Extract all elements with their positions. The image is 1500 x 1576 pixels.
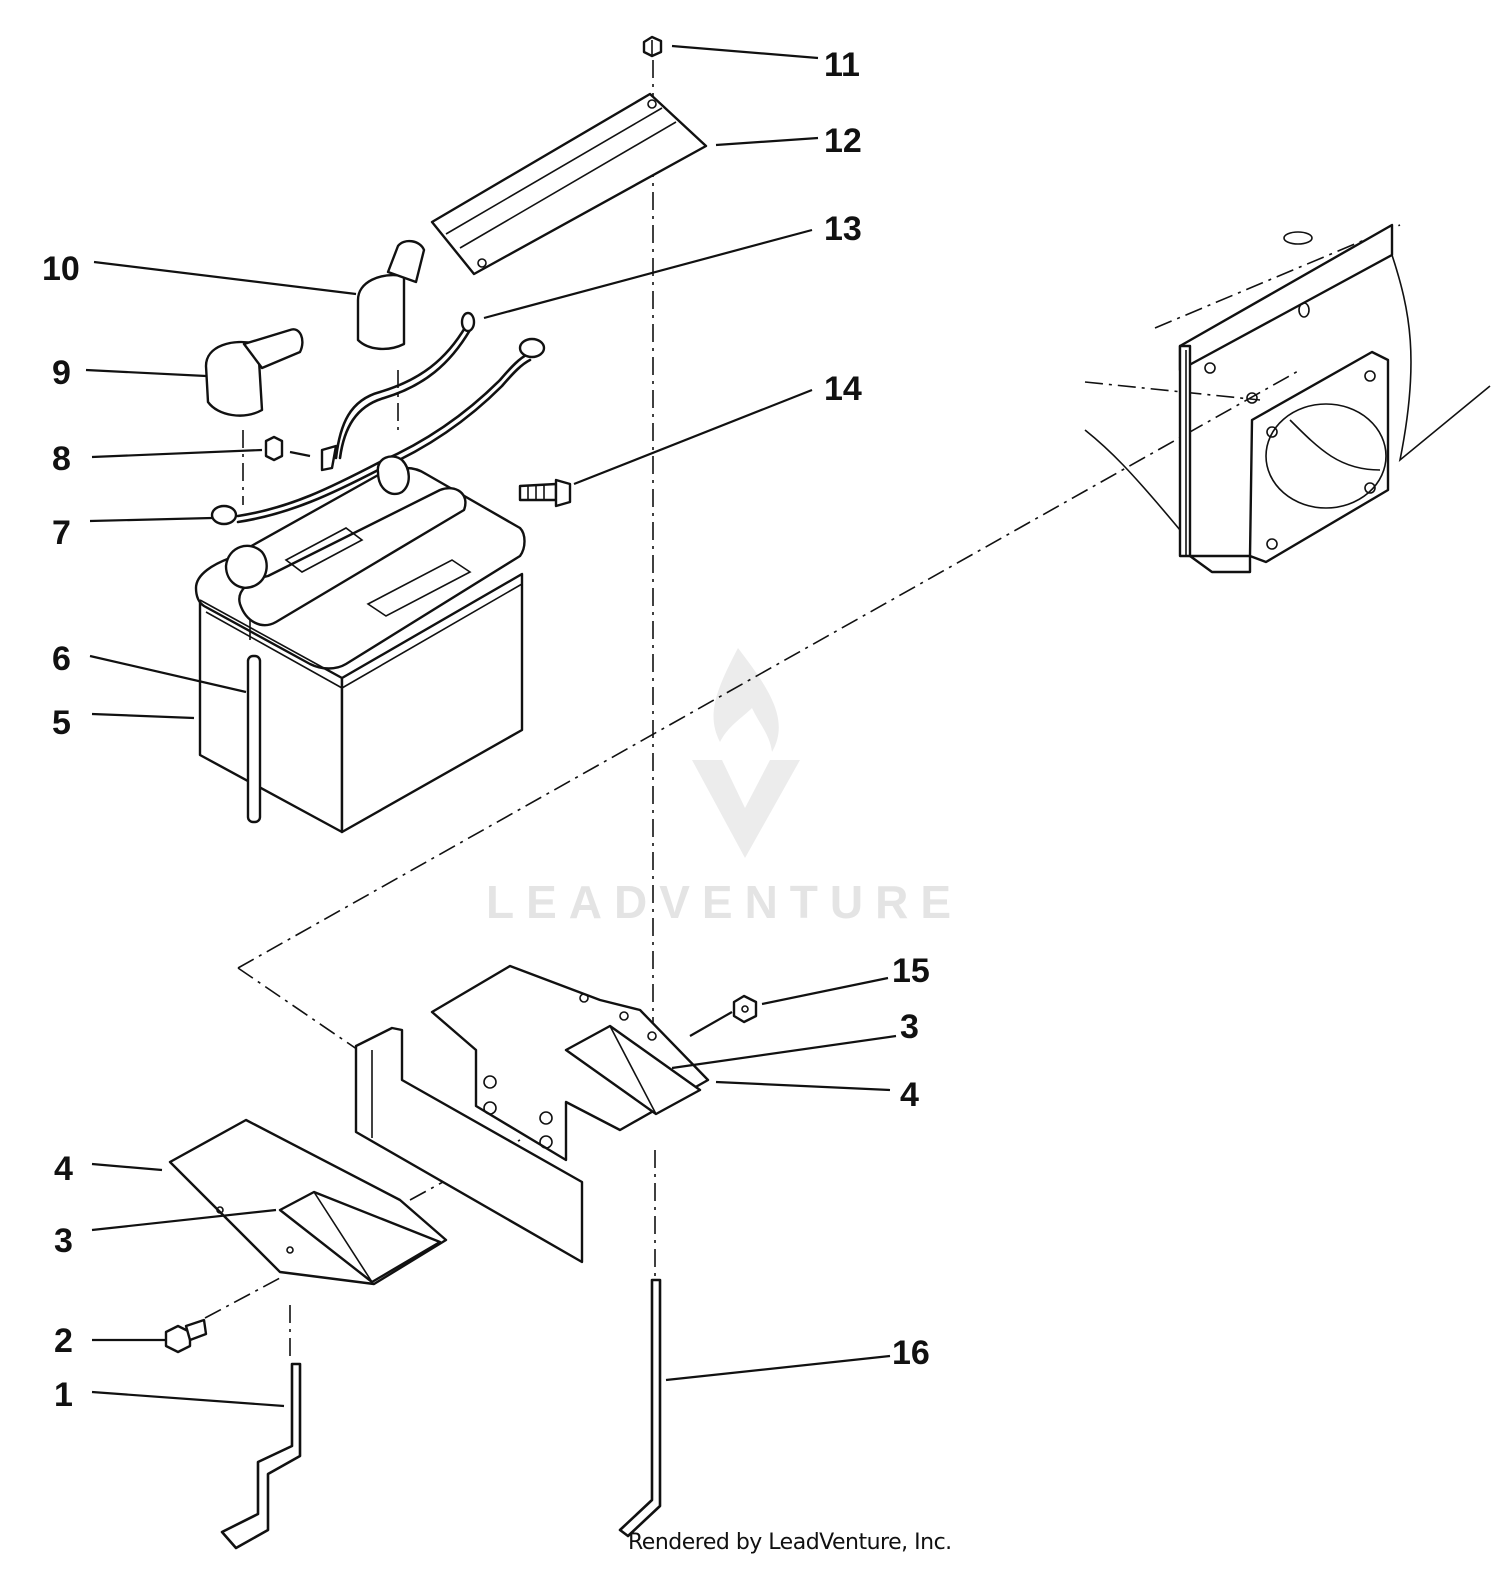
battery-5	[194, 455, 526, 834]
callout-4-lower: 4	[54, 1150, 73, 1188]
callout-11: 11	[824, 46, 860, 84]
frame-bracket	[1084, 223, 1491, 574]
callout-5: 5	[52, 704, 71, 742]
battery-tray-lower	[168, 1118, 448, 1286]
callout-14: 14	[824, 370, 862, 408]
callout-leaders	[85, 44, 897, 1408]
callout-13: 13	[824, 210, 862, 248]
callout-15: 15	[892, 952, 930, 990]
rod-6	[246, 654, 262, 824]
bolt-2	[164, 1318, 208, 1354]
mounting-plate	[354, 1026, 584, 1264]
callout-10: 10	[42, 250, 80, 288]
callout-9: 9	[52, 354, 71, 392]
nut-15	[732, 994, 758, 1024]
callout-6: 6	[52, 640, 71, 678]
callout-labels: 11 12 13 10 9 8 7 14 6 5 15 3 4 4 3 2 1 …	[42, 46, 930, 1414]
callout-7: 7	[52, 514, 71, 552]
battery-tray-upper	[430, 964, 710, 1162]
nut-11	[642, 35, 663, 58]
bolt-14	[518, 478, 572, 508]
j-bolt-1	[220, 1362, 302, 1550]
leadventure-watermark-logo: LEADVENTURE	[486, 648, 963, 928]
callout-3-upper: 3	[900, 1008, 919, 1046]
battery-cables	[210, 311, 546, 526]
hold-down-bar-12	[430, 92, 708, 276]
terminal-boot-9	[204, 328, 304, 417]
callout-3-lower: 3	[54, 1222, 73, 1260]
terminal-boot-10	[356, 239, 426, 351]
nut-8	[264, 435, 284, 462]
watermark-text: LEADVENTURE	[486, 876, 963, 928]
callout-2: 2	[54, 1322, 73, 1360]
callout-8: 8	[52, 440, 71, 478]
callout-12: 12	[824, 122, 862, 160]
render-credit: Rendered by LeadVenture, Inc.	[628, 1530, 952, 1555]
callout-1: 1	[54, 1376, 73, 1414]
callout-16: 16	[892, 1334, 930, 1372]
rod-16	[618, 1278, 662, 1538]
callout-4-upper: 4	[900, 1076, 919, 1114]
